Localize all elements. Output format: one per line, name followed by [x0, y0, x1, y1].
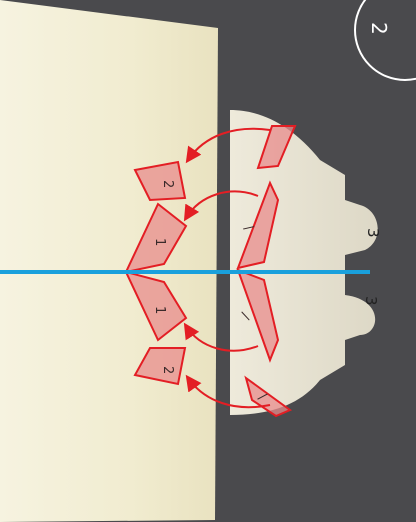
tab-label-bottom: 3 [362, 296, 380, 306]
flap-left-top-inner-label: 1 [152, 238, 167, 246]
step-number: 2 [367, 22, 391, 35]
flap-left-bottom-inner-label: 1 [152, 306, 167, 314]
flap-left-bottom-outer-label: 2 [160, 366, 175, 374]
paper-sheet [0, 0, 218, 522]
flap-left-top-outer-label: 2 [160, 180, 175, 188]
tab-label-top: 3 [364, 228, 382, 238]
